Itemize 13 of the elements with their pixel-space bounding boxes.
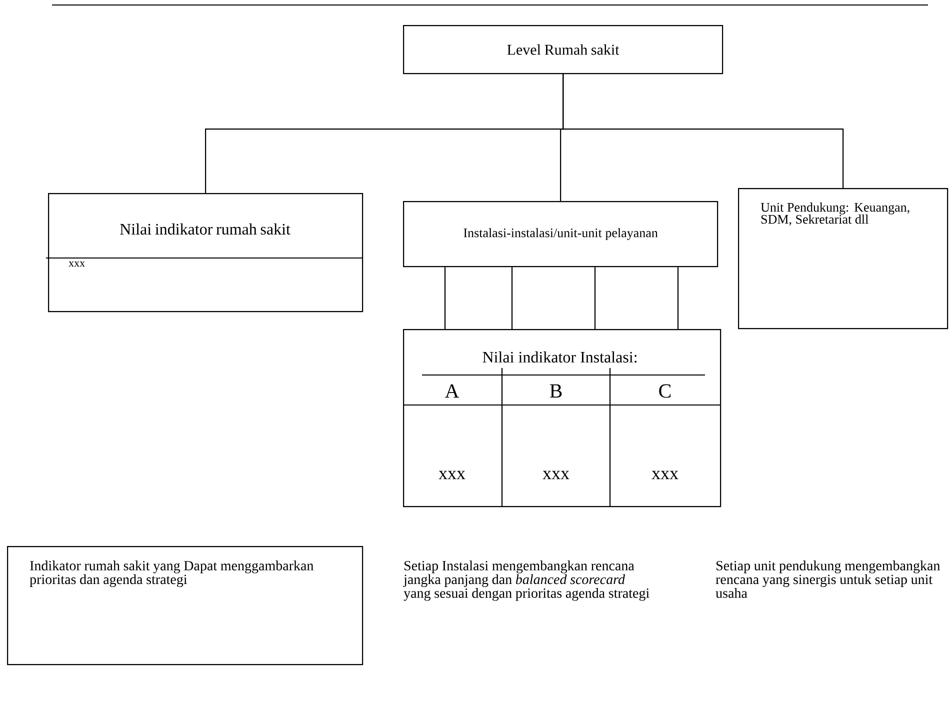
indicator-table: Nilai indikator Instalasi: A xxx B xxx C xxx [403,329,722,508]
description-text: Setiap Instalasi mengembangkan rencana jangka panjang dan balanced scorecard yang sesuai dengan prioritas agenda strategi [403,560,650,601]
connector-line [594,267,596,329]
support-box: Unit Pendukung: Keuangan, SDM, Sekretariat dll [738,188,948,330]
indicator-box: Nilai indikator rumah sakit xxx [46,193,364,312]
connector-line [677,267,679,329]
level-box: Level Rumah sakit [403,25,724,74]
note-box: Indikator rumah sakit yang Dapat menggambarkan prioritas dan agenda strategi [7,546,364,666]
unit-box: Instalasi-instalasi/unit-unit pelayanan [403,201,718,268]
connector-line [511,267,513,329]
connector-line [444,267,446,329]
connector-line [562,74,844,188]
description-text: Setiap unit pendukung mengembangkan rencana yang sinergis untuk setiap unit usaha [716,560,940,598]
